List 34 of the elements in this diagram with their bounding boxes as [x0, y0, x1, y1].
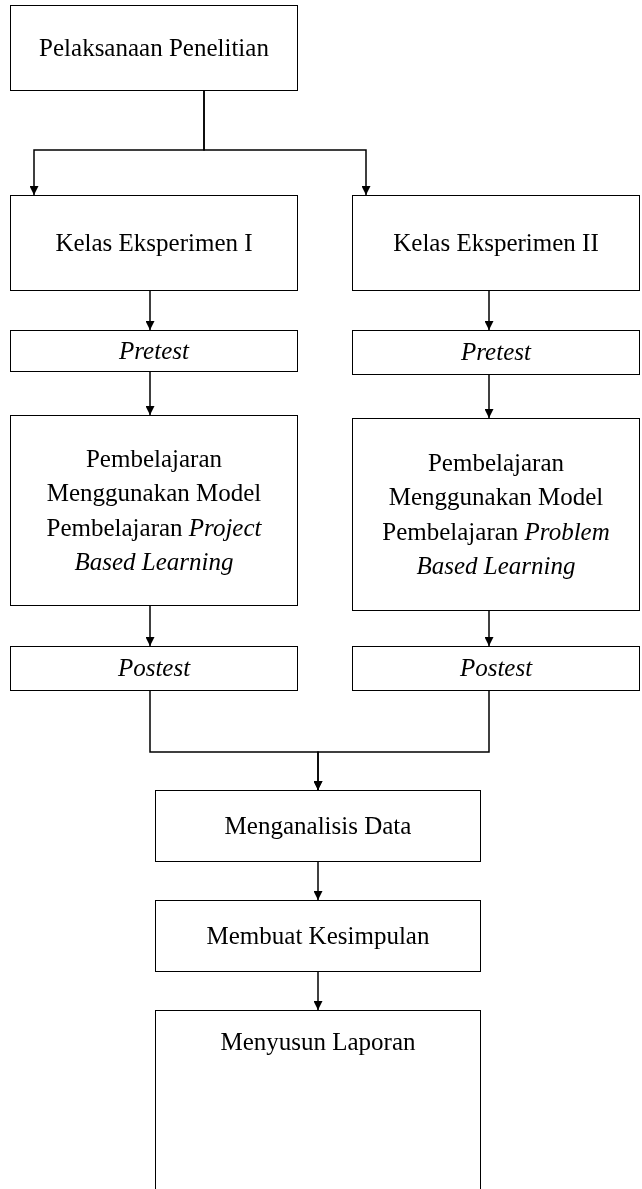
postest-box	[10, 646, 298, 691]
pretest-box	[10, 330, 298, 372]
box-label: Membuat Kesimpulan	[206, 920, 430, 951]
box-label: Menganalisis Data	[224, 810, 412, 841]
arrow	[313, 861, 323, 901]
process-box	[155, 900, 481, 972]
arrow	[484, 610, 494, 647]
box-label: Pembelajaran Menggunakan Model Pembelajaran Problem Based Learning	[381, 447, 611, 581]
arrow	[313, 971, 323, 1011]
box-label: Pembelajaran Menggunakan Model Pembelajaran Project Based Learning	[45, 443, 263, 577]
box-label: Pretest	[461, 337, 531, 368]
postest-box	[352, 646, 640, 691]
box-label: Postest	[117, 653, 191, 684]
box-label: Kelas Eksperimen II	[393, 227, 599, 258]
arrow	[203, 90, 371, 196]
process-box	[155, 1010, 481, 1189]
pretest-box	[352, 330, 640, 375]
arrow	[313, 690, 490, 791]
box-label: Pelaksanaan Penelitian	[39, 32, 269, 63]
class-box	[352, 195, 640, 291]
box-label: Postest	[459, 653, 533, 684]
arrow	[484, 374, 494, 419]
arrow	[145, 371, 155, 416]
arrow	[145, 605, 155, 647]
learning-box	[352, 418, 640, 611]
learning-box	[10, 415, 298, 606]
process-box	[155, 790, 481, 862]
class-box	[10, 195, 298, 291]
box-label: Menyusun Laporan	[220, 1027, 416, 1057]
arrow	[145, 290, 155, 331]
box-label: Pretest	[119, 335, 189, 366]
arrow	[484, 290, 494, 331]
box-label: Kelas Eksperimen I	[55, 227, 253, 258]
process-box	[10, 5, 298, 91]
